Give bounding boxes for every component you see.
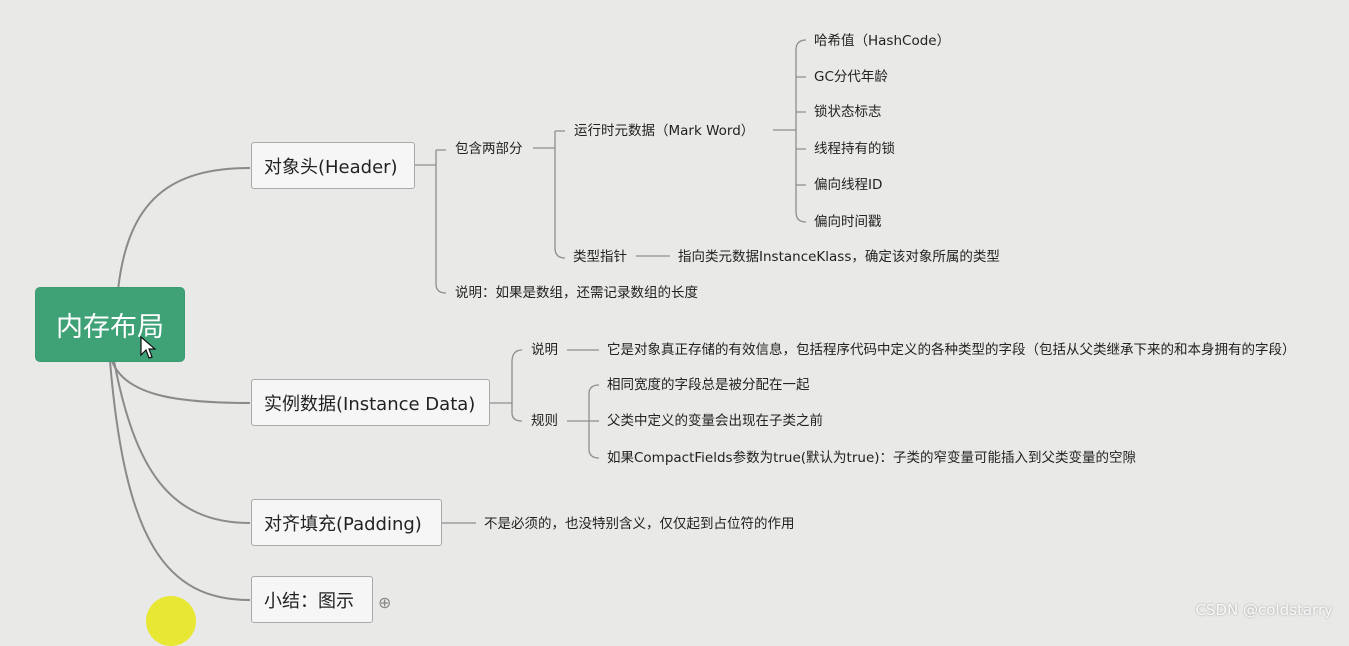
markword-item-thread-lock: 线程持有的锁 xyxy=(814,141,895,157)
root-label: 内存布局 xyxy=(56,312,164,343)
markword-item-biased-epoch: 偏向时间戳 xyxy=(814,214,882,230)
header-note: 说明：如果是数组，还需记录数组的长度 xyxy=(455,285,698,301)
instance-rules-label: 规则 xyxy=(531,413,558,429)
connector-contains-bracket xyxy=(554,130,566,259)
instance-data-label: 实例数据(Instance Data) xyxy=(264,393,476,415)
markword-item-hashcode: 哈希值（HashCode） xyxy=(814,33,951,49)
connector-root-instance xyxy=(111,360,251,404)
instance-desc-label: 说明 xyxy=(531,342,558,358)
cursor-highlight xyxy=(146,596,196,646)
summary-label: 小结：图示 xyxy=(264,590,354,612)
mind-map: 内存布局 对象头(Header) 包含两部分 运行时元数据（Mark Word）… xyxy=(36,33,1333,646)
connector-header-bracket xyxy=(415,149,447,294)
padding-node[interactable]: 对齐填充(Padding) xyxy=(251,499,442,546)
markword-label: 运行时元数据（Mark Word） xyxy=(574,123,755,139)
klass-label: 类型指针 xyxy=(573,249,627,265)
connector-lines xyxy=(109,39,807,601)
klass-desc: 指向类元数据InstanceKlass，确定该对象所属的类型 xyxy=(678,249,1000,265)
cursor-arrow-icon xyxy=(140,336,156,359)
markword-item-gc-age: GC分代年龄 xyxy=(814,69,888,85)
instance-data-node[interactable]: 实例数据(Instance Data) xyxy=(251,379,490,426)
watermark: CSDN @coldstarry xyxy=(1195,601,1333,619)
connector-instance-bracket xyxy=(490,349,523,422)
connector-root-header xyxy=(117,167,251,291)
instance-desc: 它是对象真正存储的有效信息，包括程序代码中定义的各种类型的字段（包括从父类继承下… xyxy=(607,342,1296,358)
connector-markword-bracket xyxy=(795,39,807,223)
rule-compact-fields: 如果CompactFields参数为true(默认为true)：子类的窄变量可能… xyxy=(607,450,1137,466)
padding-desc: 不是必须的，也没特别含义，仅仅起到占位符的作用 xyxy=(484,516,795,532)
markword-item-lock-flag: 锁状态标志 xyxy=(814,104,882,120)
rule-parent-first: 父类中定义的变量会出现在子类之前 xyxy=(607,413,823,429)
header-label: 对象头(Header) xyxy=(264,156,398,178)
rule-same-width: 相同宽度的字段总是被分配在一起 xyxy=(607,377,810,393)
connector-rules-bracket xyxy=(588,384,600,459)
expand-plus-icon[interactable]: ⊕ xyxy=(378,593,392,612)
markword-item-biased-thread: 偏向线程ID xyxy=(814,177,883,193)
padding-label: 对齐填充(Padding) xyxy=(264,513,422,535)
header-node[interactable]: 对象头(Header) xyxy=(251,142,415,189)
root-node[interactable]: 内存布局 xyxy=(36,288,196,646)
connector-root-padding xyxy=(113,360,251,524)
contains-label: 包含两部分 xyxy=(455,141,523,157)
summary-node[interactable]: 小结：图示 xyxy=(251,576,373,623)
connector-root-summary xyxy=(109,360,251,601)
